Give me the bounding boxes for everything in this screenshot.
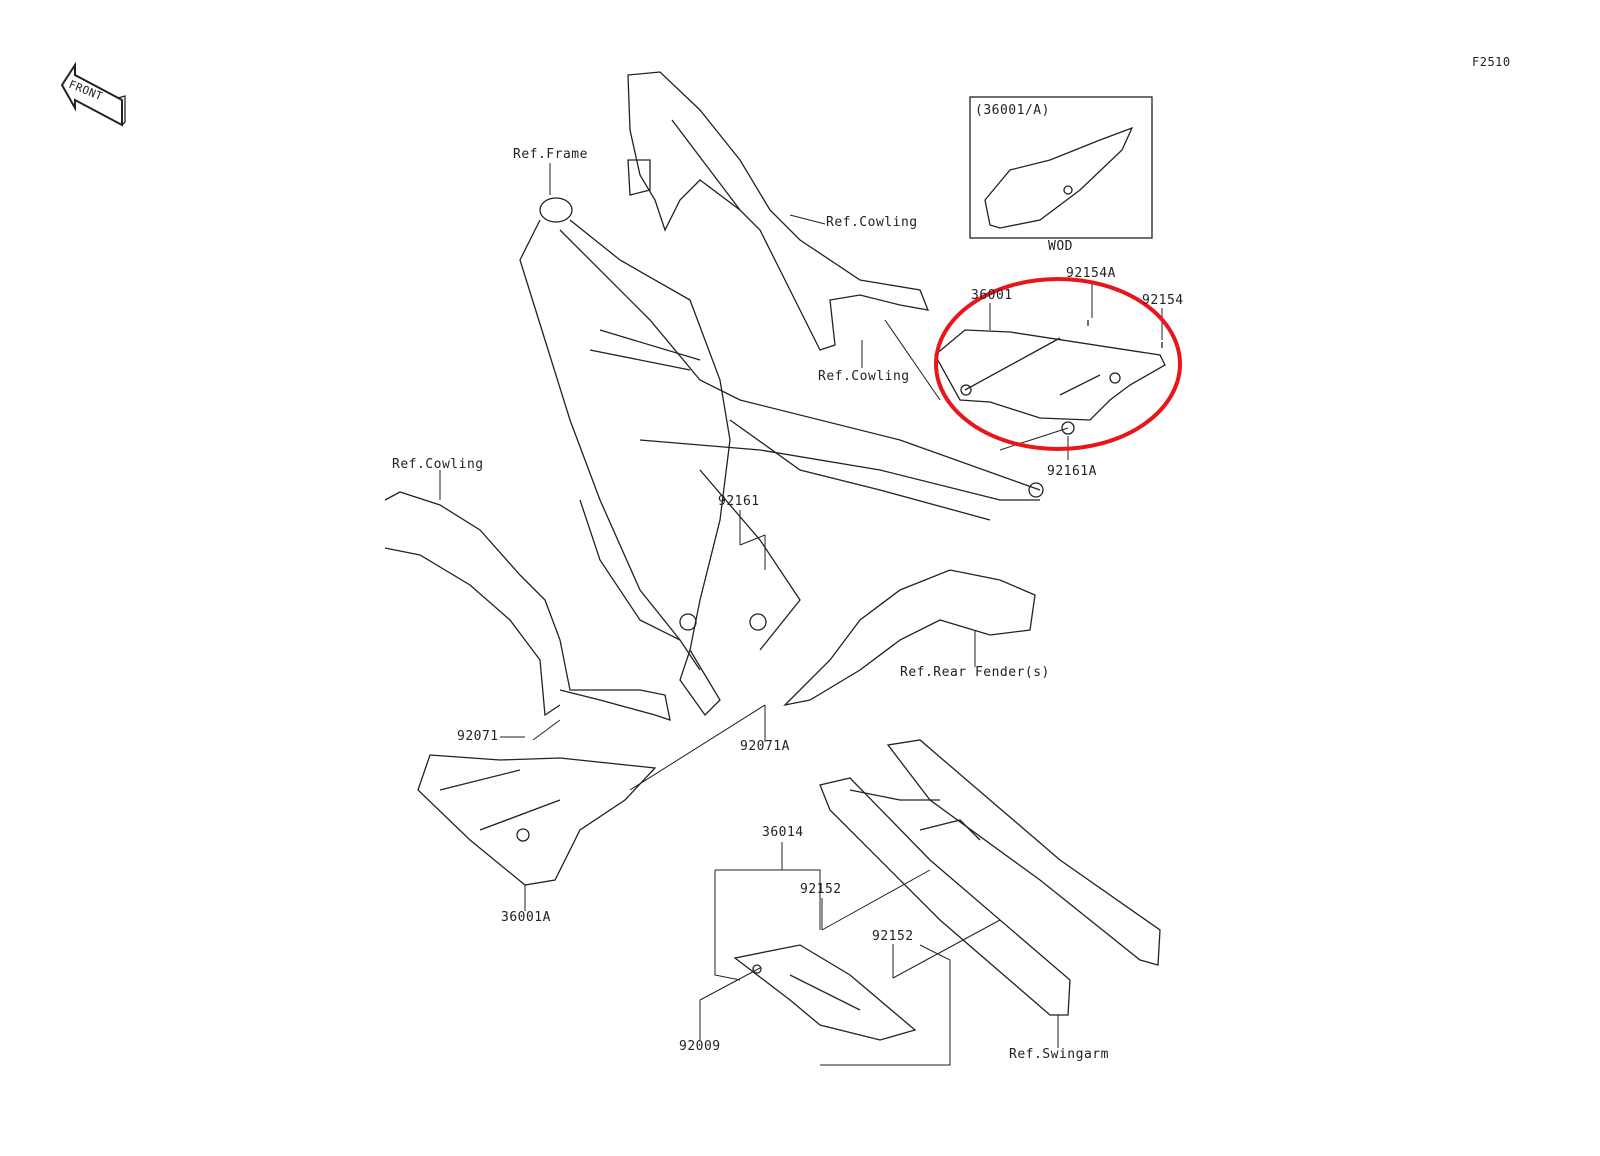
inset-title: (36001/A) xyxy=(975,103,1050,118)
chain-guard-outline[interactable] xyxy=(733,944,917,1041)
seat-cowling-outline[interactable] xyxy=(627,71,930,351)
figure-code: F2510 xyxy=(1472,55,1511,69)
left-cowling-outline[interactable] xyxy=(384,491,671,721)
swingarm-outline[interactable] xyxy=(819,739,1161,1016)
label-ref-cowling-top[interactable]: Ref.Cowling xyxy=(826,215,918,230)
label-92161[interactable]: 92161 xyxy=(718,494,760,509)
label-92161A[interactable]: 92161A xyxy=(1047,464,1097,479)
label-ref-rear-fender[interactable]: Ref.Rear Fender(s) xyxy=(900,665,1050,680)
frame-outline[interactable] xyxy=(519,197,1044,717)
label-ref-cowling-left[interactable]: Ref.Cowling xyxy=(392,457,484,472)
label-ref-swingarm[interactable]: Ref.Swingarm xyxy=(1009,1047,1109,1062)
label-92009[interactable]: 92009 xyxy=(679,1039,721,1054)
inset-box xyxy=(969,96,1153,239)
leader-lines xyxy=(439,163,1163,1066)
label-ref-cowling-mid[interactable]: Ref.Cowling xyxy=(818,369,910,384)
side-cover-36001A-outline[interactable] xyxy=(417,754,657,886)
label-92152-a[interactable]: 92152 xyxy=(800,882,842,897)
label-36001A[interactable]: 36001A xyxy=(501,910,551,925)
label-92152-b[interactable]: 92152 xyxy=(872,929,914,944)
rear-fender-outline[interactable] xyxy=(783,569,1036,707)
label-92154[interactable]: 92154 xyxy=(1142,293,1184,308)
label-36001[interactable]: 36001 xyxy=(971,288,1013,303)
label-92071A[interactable]: 92071A xyxy=(740,739,790,754)
front-arrow-icon xyxy=(60,61,126,127)
label-ref-frame[interactable]: Ref.Frame xyxy=(513,147,588,162)
label-92154A[interactable]: 92154A xyxy=(1066,266,1116,281)
label-36014[interactable]: 36014 xyxy=(762,825,804,840)
inset-cover-outline xyxy=(984,126,1134,229)
inset-caption: WOD xyxy=(1048,239,1073,254)
highlight-circle xyxy=(934,277,1182,451)
side-cover-36001-outline[interactable] xyxy=(934,320,1166,435)
label-92071[interactable]: 92071 xyxy=(457,729,499,744)
